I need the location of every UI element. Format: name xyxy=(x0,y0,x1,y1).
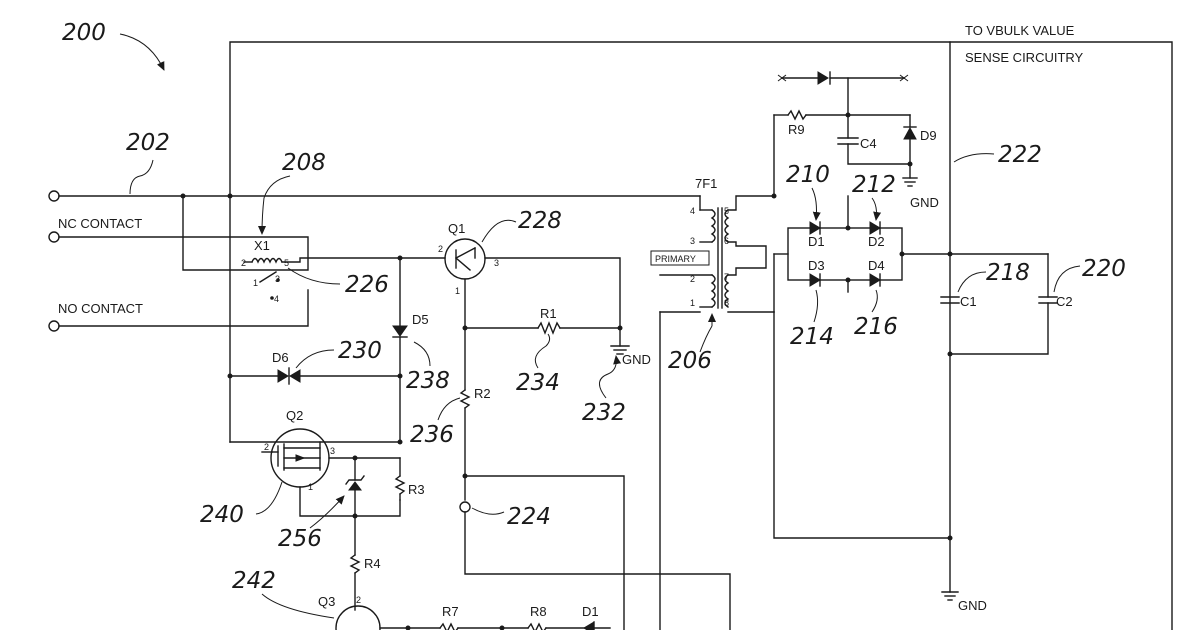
ref-256: 256 xyxy=(278,526,322,552)
terminal-main xyxy=(48,190,60,202)
ref-210: 210 xyxy=(786,162,830,188)
r1-label: R1 xyxy=(540,306,557,321)
r2-label: R2 xyxy=(474,386,491,401)
d6-label: D6 xyxy=(272,350,289,365)
x1-label: X1 xyxy=(254,238,270,253)
ref-232: 232 xyxy=(582,400,626,426)
c1-label: C1 xyxy=(960,294,977,309)
transformer-7f1 xyxy=(650,195,775,630)
svg-text:2: 2 xyxy=(438,244,443,254)
svg-text:1: 1 xyxy=(690,298,695,308)
svg-text:1: 1 xyxy=(308,482,313,492)
svg-text:2: 2 xyxy=(690,274,695,284)
ref-208: 208 xyxy=(282,150,326,176)
gnd-label-3: GND xyxy=(958,598,987,613)
svg-text:5: 5 xyxy=(284,258,289,268)
transformer-label: 7F1 xyxy=(695,176,717,191)
svg-text:3: 3 xyxy=(690,236,695,246)
bridge-rectifier xyxy=(773,195,951,313)
ref-200-arrow xyxy=(119,33,165,71)
svg-text:3: 3 xyxy=(494,258,499,268)
input-terminals xyxy=(48,190,60,332)
q3-label: Q3 xyxy=(318,594,335,609)
ref-218: 218 xyxy=(986,260,1030,286)
ref-224: 224 xyxy=(507,504,551,530)
terminal-no xyxy=(48,320,60,332)
ref-212: 212 xyxy=(852,172,896,198)
ref-226: 226 xyxy=(345,272,389,298)
r8-label: R8 xyxy=(530,604,547,619)
ref-216: 216 xyxy=(854,314,898,340)
outer-wiring xyxy=(229,41,1173,630)
svg-text:8: 8 xyxy=(724,298,729,308)
d1-bottom-label: D1 xyxy=(582,604,599,619)
ref-222: 222 xyxy=(998,142,1042,168)
ref-200: 200 xyxy=(62,20,106,46)
header-line2: SENSE CIRCUITRY xyxy=(965,50,1084,65)
no-contact-label: NO CONTACT xyxy=(58,301,143,316)
svg-text:4: 4 xyxy=(274,294,279,304)
svg-text:7: 7 xyxy=(724,272,729,282)
ref-202: 202 xyxy=(126,130,170,156)
d3-label: D3 xyxy=(808,258,825,273)
ref-206: 206 xyxy=(668,348,712,374)
svg-text:2: 2 xyxy=(356,595,361,605)
svg-text:1: 1 xyxy=(253,278,258,288)
gnd-label-2: GND xyxy=(910,195,939,210)
ref-230: 230 xyxy=(338,338,382,364)
svg-text:2: 2 xyxy=(241,258,246,268)
primary-label: PRIMARY xyxy=(655,254,696,264)
c4-label: C4 xyxy=(860,136,877,151)
r7-label: R7 xyxy=(442,604,459,619)
transistor-q3 xyxy=(335,605,441,630)
ref-240: 240 xyxy=(200,502,244,528)
ref-236: 236 xyxy=(410,422,454,448)
terminal-nc xyxy=(48,231,60,243)
d4-label: D4 xyxy=(868,258,885,273)
svg-text:5: 5 xyxy=(724,206,729,216)
d2-label: D2 xyxy=(868,234,885,249)
r3-label: R3 xyxy=(408,482,425,497)
ref-220: 220 xyxy=(1082,256,1126,282)
ref-214: 214 xyxy=(790,324,834,350)
gnd-label-1: GND xyxy=(622,352,651,367)
ref-242: 242 xyxy=(232,568,276,594)
gnd-symbol-r1 xyxy=(610,327,630,355)
svg-text:3: 3 xyxy=(275,274,280,284)
svg-text:1: 1 xyxy=(455,286,460,296)
d5-label: D5 xyxy=(412,312,429,327)
nc-contact-label: NC CONTACT xyxy=(58,216,142,231)
ref-234: 234 xyxy=(516,370,560,396)
r4-label: R4 xyxy=(364,556,381,571)
transistor-q1 xyxy=(399,238,621,391)
r9-label: R9 xyxy=(788,122,805,137)
relay-x1 xyxy=(243,257,401,300)
q2-label: Q2 xyxy=(286,408,303,423)
ref-228: 228 xyxy=(518,208,562,234)
header-line1: TO VBULK VALUE xyxy=(965,23,1075,38)
mosfet-q2 xyxy=(261,428,401,517)
svg-text:3: 3 xyxy=(330,446,335,456)
ref-238: 238 xyxy=(406,368,450,394)
d9-label: D9 xyxy=(920,128,937,143)
d1-label: D1 xyxy=(808,234,825,249)
svg-text:4: 4 xyxy=(690,206,695,216)
c2-label: C2 xyxy=(1056,294,1073,309)
svg-text:2: 2 xyxy=(264,442,269,452)
q1-label: Q1 xyxy=(448,221,465,236)
svg-text:6: 6 xyxy=(724,236,729,246)
